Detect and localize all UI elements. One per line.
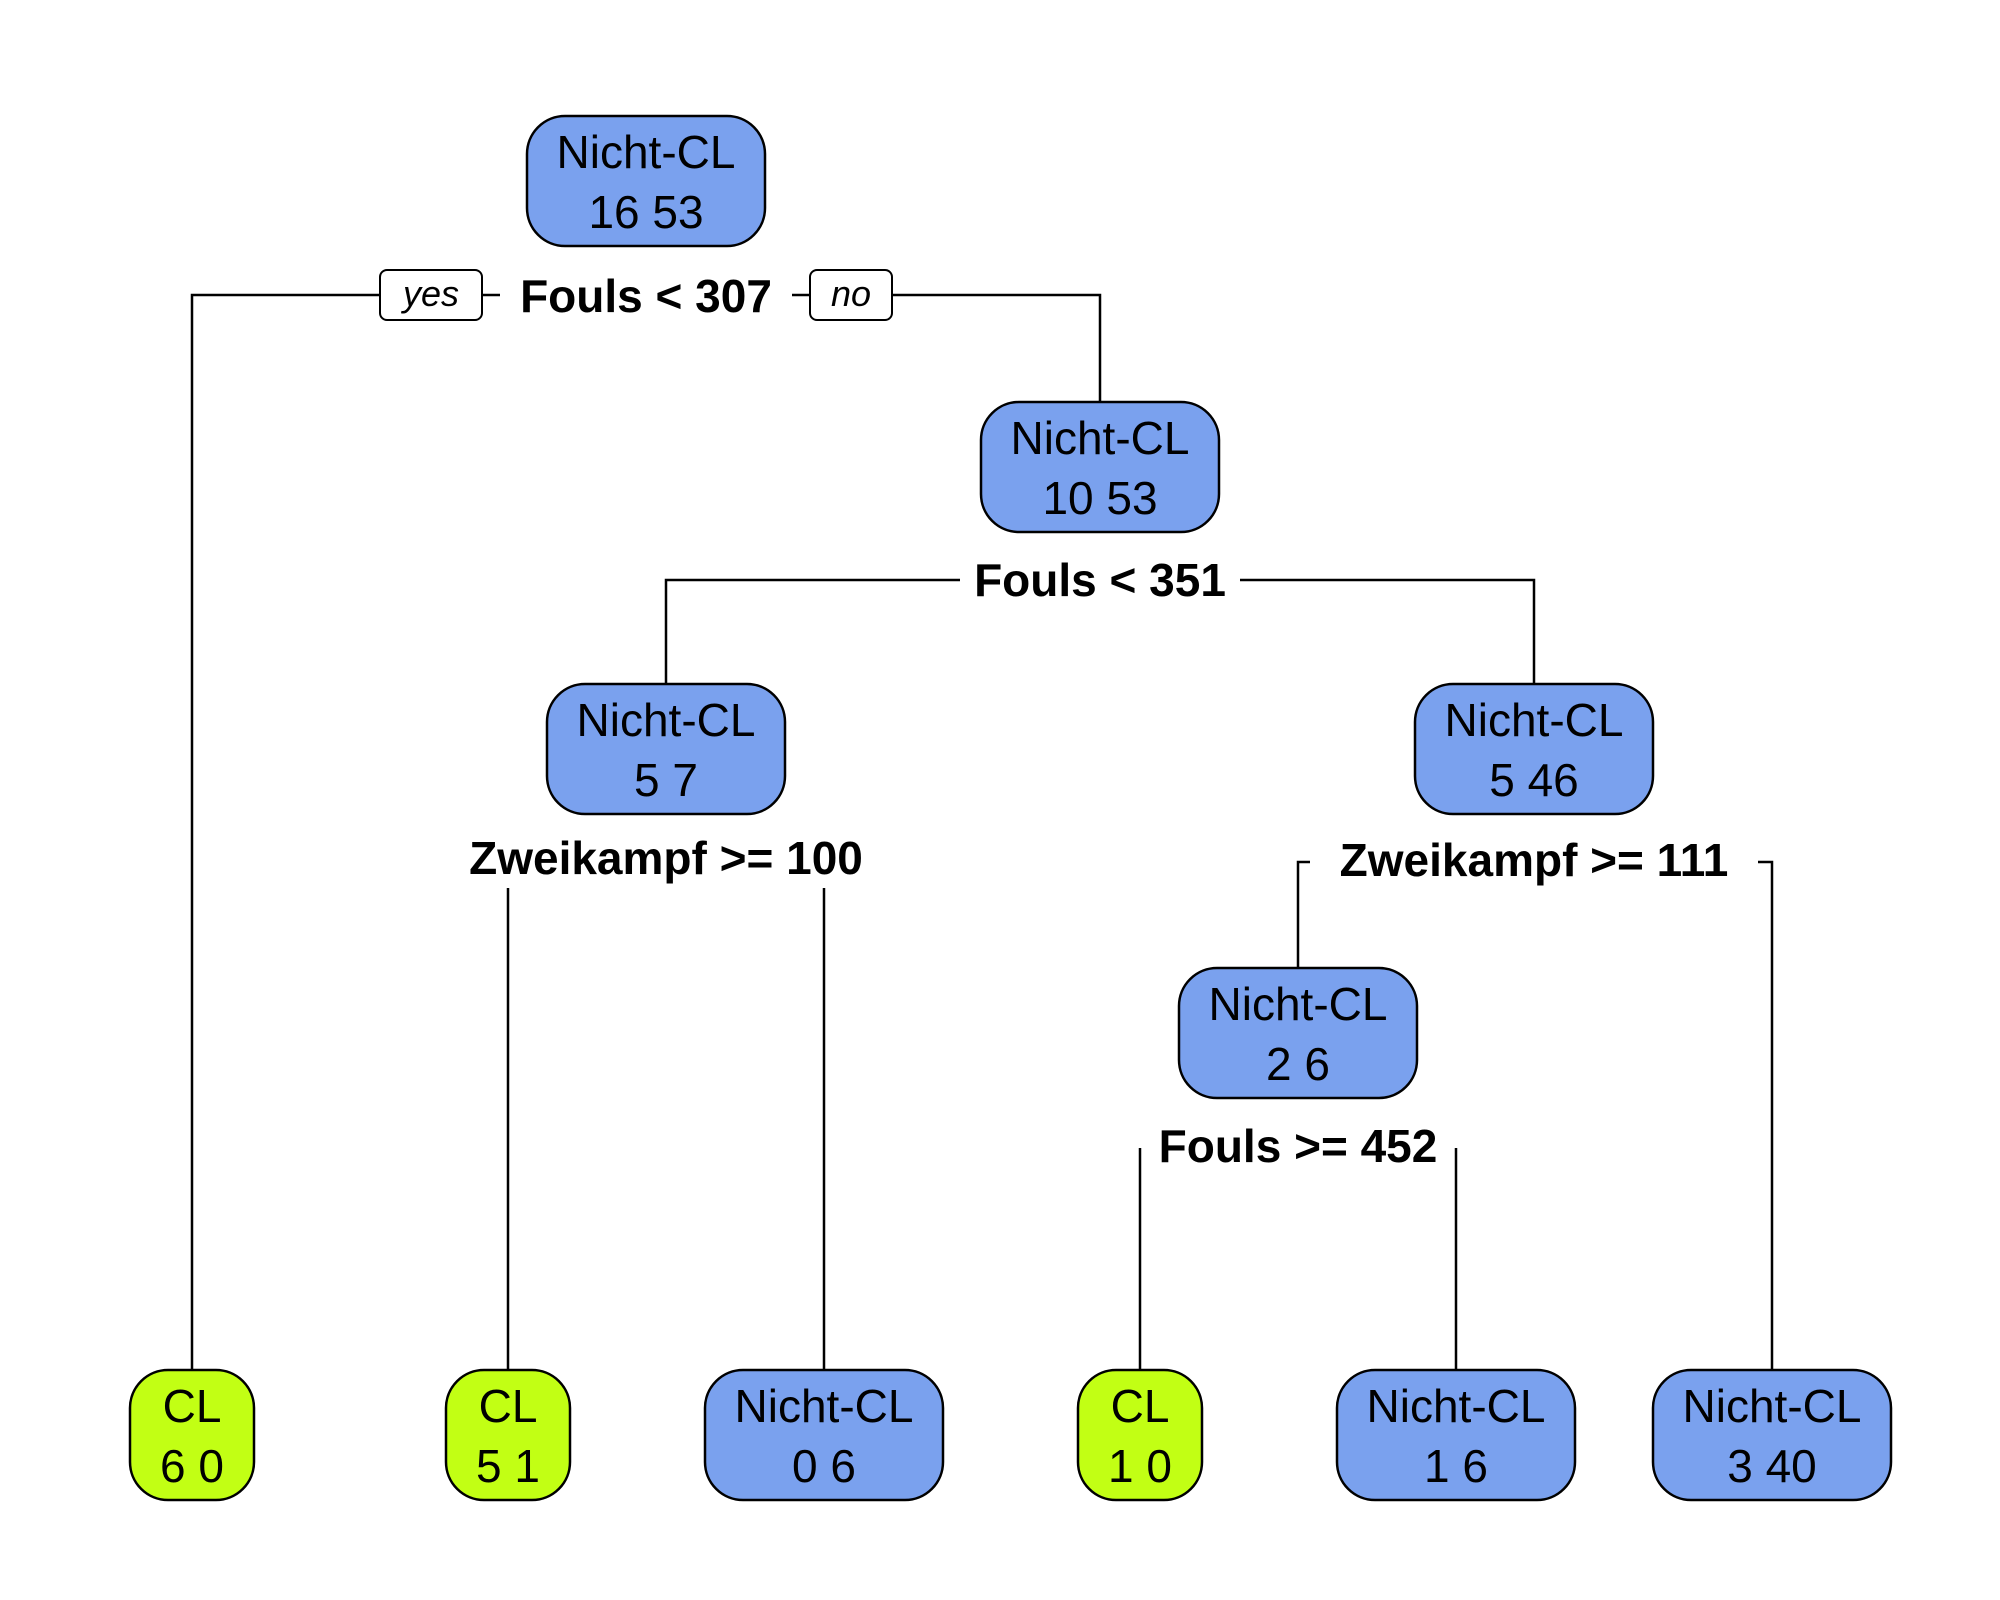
edge-node-10-53-to-node-5-7 [664, 578, 1100, 684]
node-counts: 3 40 [1727, 1440, 1817, 1492]
svg-text:no: no [831, 273, 871, 314]
node-counts: 5 7 [634, 754, 698, 806]
leaf-nicht-cl-0-6: Nicht-CL 0 6 [703, 1368, 945, 1502]
node-counts: 6 0 [160, 1440, 224, 1492]
svg-text:yes: yes [400, 273, 459, 314]
split-labels: Fouls < 307 Fouls < 351 Zweikampf >= 100… [469, 268, 1758, 1172]
split-label-fouls-452: Fouls >= 452 [1159, 1120, 1438, 1172]
edge-node-10-53-to-node-5-46 [1100, 578, 1536, 684]
node-class-label: Nicht-CL [577, 694, 756, 746]
node-class-label: Nicht-CL [1011, 412, 1190, 464]
leaf-cl-1-0: CL 1 0 [1076, 1368, 1204, 1502]
node-counts: 5 1 [476, 1440, 540, 1492]
split-label-zweikampf-100: Zweikampf >= 100 [469, 832, 863, 884]
node-class-label: CL [1111, 1380, 1170, 1432]
split-label-fouls-351: Fouls < 351 [974, 554, 1226, 606]
node-counts: 0 6 [792, 1440, 856, 1492]
leaf-cl-6-0: CL 6 0 [128, 1368, 256, 1502]
edge-root-to-leaf-cl-6-0 [190, 293, 646, 1370]
node-class-label: Nicht-CL [1683, 1380, 1862, 1432]
tree-nodes: Nicht-CL 16 53 Nicht-CL 10 53 Nicht-CL 5… [128, 114, 1893, 1502]
split-label-fouls-307: Fouls < 307 [520, 270, 772, 322]
node-root: Nicht-CL 16 53 [525, 114, 767, 248]
node-counts: 16 53 [588, 186, 703, 238]
leaf-nicht-cl-3-40: Nicht-CL 3 40 [1651, 1368, 1893, 1502]
node-class-label: Nicht-CL [1367, 1380, 1546, 1432]
edge-root-to-node-10-53 [646, 293, 1102, 402]
node-class-label: CL [163, 1380, 222, 1432]
edge-node-5-46-to-leaf-nicht-3-40 [1534, 860, 1774, 1370]
branch-tag-no: no [809, 269, 893, 321]
node-counts: 10 53 [1042, 472, 1157, 524]
node-class-label: Nicht-CL [1445, 694, 1624, 746]
node-fouls-452: Nicht-CL 2 6 [1177, 966, 1419, 1100]
tree-edges [190, 293, 1774, 1370]
node-zweikampf-111: Nicht-CL 5 46 [1413, 682, 1655, 816]
split-label-zweikampf-111: Zweikampf >= 111 [1340, 834, 1729, 886]
node-counts: 1 6 [1424, 1440, 1488, 1492]
leaf-cl-5-1: CL 5 1 [444, 1368, 572, 1502]
node-counts: 1 0 [1108, 1440, 1172, 1492]
node-counts: 2 6 [1266, 1038, 1330, 1090]
leaf-nicht-cl-1-6: Nicht-CL 1 6 [1335, 1368, 1577, 1502]
node-class-label: CL [479, 1380, 538, 1432]
node-counts: 5 46 [1489, 754, 1579, 806]
node-class-label: Nicht-CL [1209, 978, 1388, 1030]
node-fouls-351: Nicht-CL 10 53 [979, 400, 1221, 534]
node-zweikampf-100: Nicht-CL 5 7 [545, 682, 787, 816]
node-class-label: Nicht-CL [557, 126, 736, 178]
branch-tag-yes: yes [379, 269, 483, 321]
node-class-label: Nicht-CL [735, 1380, 914, 1432]
